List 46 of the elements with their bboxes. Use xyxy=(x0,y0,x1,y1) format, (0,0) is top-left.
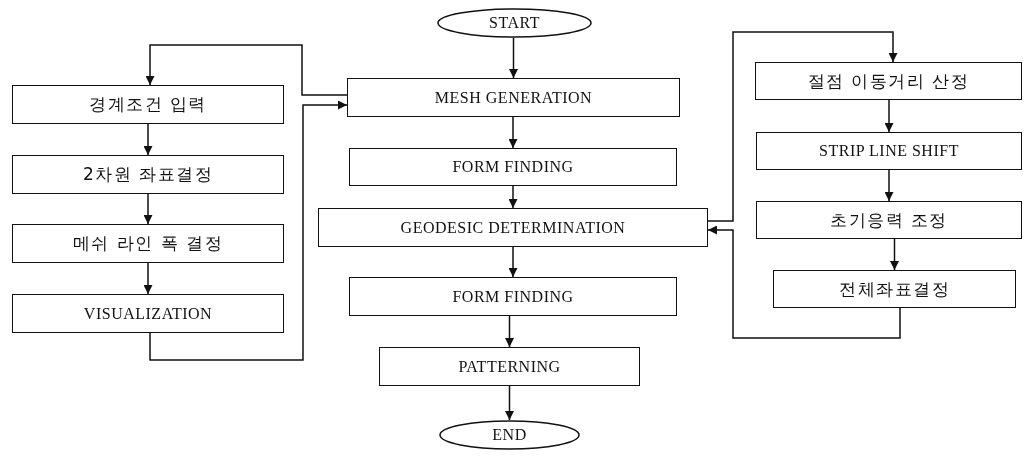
process-box xyxy=(756,132,1022,170)
terminal-ellipse xyxy=(439,420,580,450)
process-box xyxy=(12,85,284,124)
arrow xyxy=(505,315,514,348)
arrow xyxy=(143,193,153,225)
process-box xyxy=(756,201,1022,239)
arrow xyxy=(508,185,518,209)
arrow xyxy=(508,246,518,278)
arrow xyxy=(145,44,348,96)
step-label: VISUALIZATION xyxy=(83,304,213,323)
step-label: 경계조건 입력 xyxy=(89,93,207,116)
process-box xyxy=(12,155,284,194)
step-label: PATTERNING xyxy=(458,357,561,376)
step-label: 초기응력 조정 xyxy=(830,208,948,232)
arrow xyxy=(509,37,518,79)
arrow xyxy=(149,100,348,361)
arrow xyxy=(890,238,899,271)
step-label: MESH GENERATION xyxy=(434,88,593,107)
arrow xyxy=(143,123,153,156)
arrow xyxy=(143,262,153,295)
step-label: 전체좌표결정 xyxy=(839,277,950,301)
process-box xyxy=(347,78,680,117)
step-label: STRIP LINE SHIFT xyxy=(819,142,959,160)
process-box xyxy=(12,294,284,333)
process-box xyxy=(349,277,677,316)
step-label: 2차원 좌표결정 xyxy=(82,163,214,186)
step-label: END xyxy=(492,426,527,444)
step-label: 메쉬 라인 폭 결정 xyxy=(72,232,224,255)
arrow xyxy=(707,225,901,339)
process-box xyxy=(773,270,1016,308)
arrow xyxy=(505,385,514,421)
arrow xyxy=(707,31,898,222)
process-box xyxy=(12,224,284,263)
step-label: START xyxy=(489,14,540,32)
process-box xyxy=(379,347,640,386)
terminal-ellipse xyxy=(437,8,592,38)
step-label: GEODESIC DETERMINATION xyxy=(400,218,626,237)
process-box xyxy=(318,208,708,247)
step-label: FORM FINDING xyxy=(452,158,574,176)
process-box xyxy=(349,148,677,186)
arrow xyxy=(884,169,894,202)
process-box xyxy=(755,62,1022,100)
arrow xyxy=(508,116,518,149)
step-label: 절점 이동거리 산정 xyxy=(807,69,970,93)
arrow xyxy=(884,99,894,133)
step-label: FORM FINDING xyxy=(452,287,574,306)
